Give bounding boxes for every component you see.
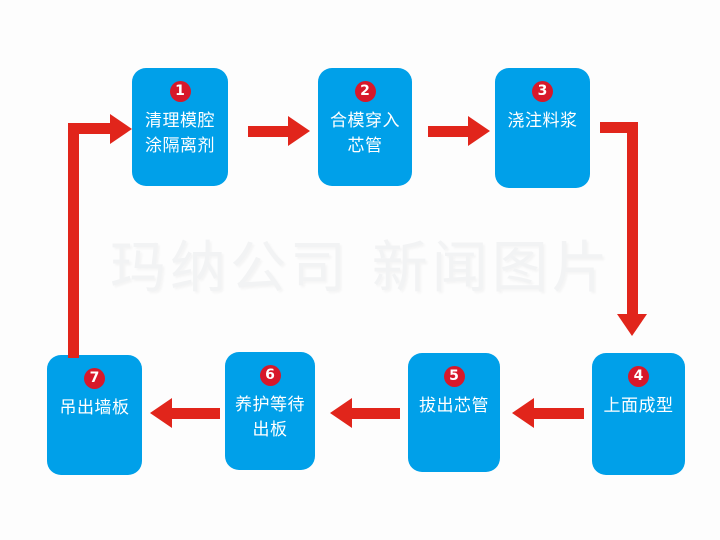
arrow-step6-to-step7 <box>150 398 220 428</box>
step-badge-1: 1 <box>169 81 191 102</box>
node-step-1[interactable]: 1 清理模腔 涂隔离剂 <box>132 68 228 186</box>
step-label-2: 合模穿入 芯管 <box>330 111 400 156</box>
arrow-step5-to-step6 <box>330 398 400 428</box>
node-step-6[interactable]: 6 养护等待 出板 <box>225 352 315 470</box>
step-label-6: 养护等待 出板 <box>235 395 305 440</box>
node-step-2[interactable]: 2 合模穿入 芯管 <box>318 68 412 186</box>
node-step-5[interactable]: 5 拔出芯管 <box>408 353 500 472</box>
node-step-3[interactable]: 3 浇注料浆 <box>495 68 590 188</box>
step-badge-6: 6 <box>259 365 281 386</box>
step-label-4: 上面成型 <box>603 396 674 416</box>
arrow-step2-to-step3 <box>428 116 490 146</box>
step-label-7: 吊出墙板 <box>59 398 130 418</box>
node-step-4[interactable]: 4 上面成型 <box>592 353 685 475</box>
step-label-5: 拔出芯管 <box>419 396 489 416</box>
arrow-step4-to-step5 <box>512 398 584 428</box>
arrow-step1-to-step2 <box>248 116 310 146</box>
node-step-7[interactable]: 7 吊出墙板 <box>47 355 142 475</box>
arrow-step7-to-step1 <box>68 114 134 358</box>
step-label-3: 浇注料浆 <box>507 111 578 131</box>
step-badge-3: 3 <box>532 81 553 102</box>
step-badge-5: 5 <box>443 366 465 387</box>
step-badge-2: 2 <box>354 81 376 102</box>
step-badge-4: 4 <box>628 366 649 387</box>
watermark-text: 玛纳公司 新闻图片 <box>110 236 612 301</box>
arrow-step3-to-step4 <box>600 122 660 352</box>
step-label-1: 清理模腔 涂隔离剂 <box>145 111 215 156</box>
step-badge-7: 7 <box>84 368 105 389</box>
